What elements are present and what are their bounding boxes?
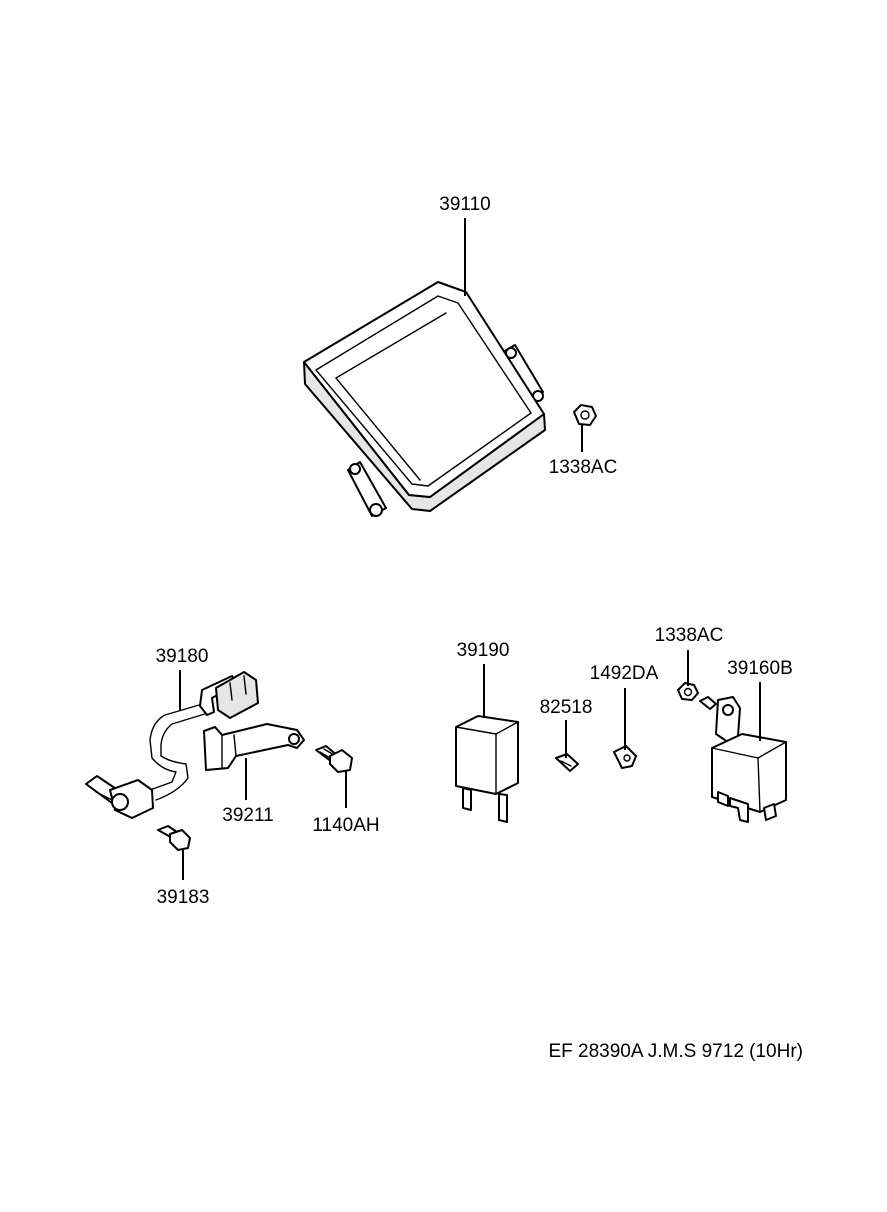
screw[interactable]	[555, 753, 579, 772]
sensor-bolt[interactable]	[157, 825, 191, 851]
label-39180: 39180	[156, 646, 209, 667]
hex-nut-right[interactable]	[677, 682, 699, 701]
ecu-module[interactable]	[303, 281, 546, 517]
hex-nut-top[interactable]	[573, 404, 597, 426]
label-39183: 39183	[157, 887, 210, 908]
sensor-harness[interactable]	[85, 671, 259, 819]
label-1140ah: 1140AH	[312, 815, 379, 836]
label-1492da: 1492DA	[590, 663, 659, 684]
drawing-reference: EF 28390A J.M.S 9712 (10Hr)	[548, 1041, 803, 1062]
label-39190: 39190	[457, 640, 510, 661]
part-labels: 39110 1338AC 39180 39211 39183 1140AH 39…	[156, 194, 803, 1062]
label-82518: 82518	[540, 697, 593, 718]
label-1338ac-right: 1338AC	[655, 625, 724, 646]
label-39211: 39211	[222, 805, 273, 826]
relay-left[interactable]	[455, 715, 519, 823]
label-39160b: 39160B	[727, 658, 793, 679]
sensor-bracket[interactable]	[203, 723, 305, 771]
bracket-bolt[interactable]	[315, 745, 353, 773]
label-1338ac-top: 1338AC	[549, 457, 618, 478]
label-39110: 39110	[439, 194, 490, 215]
relay-right[interactable]	[699, 696, 787, 823]
leader-lines	[179, 218, 761, 880]
